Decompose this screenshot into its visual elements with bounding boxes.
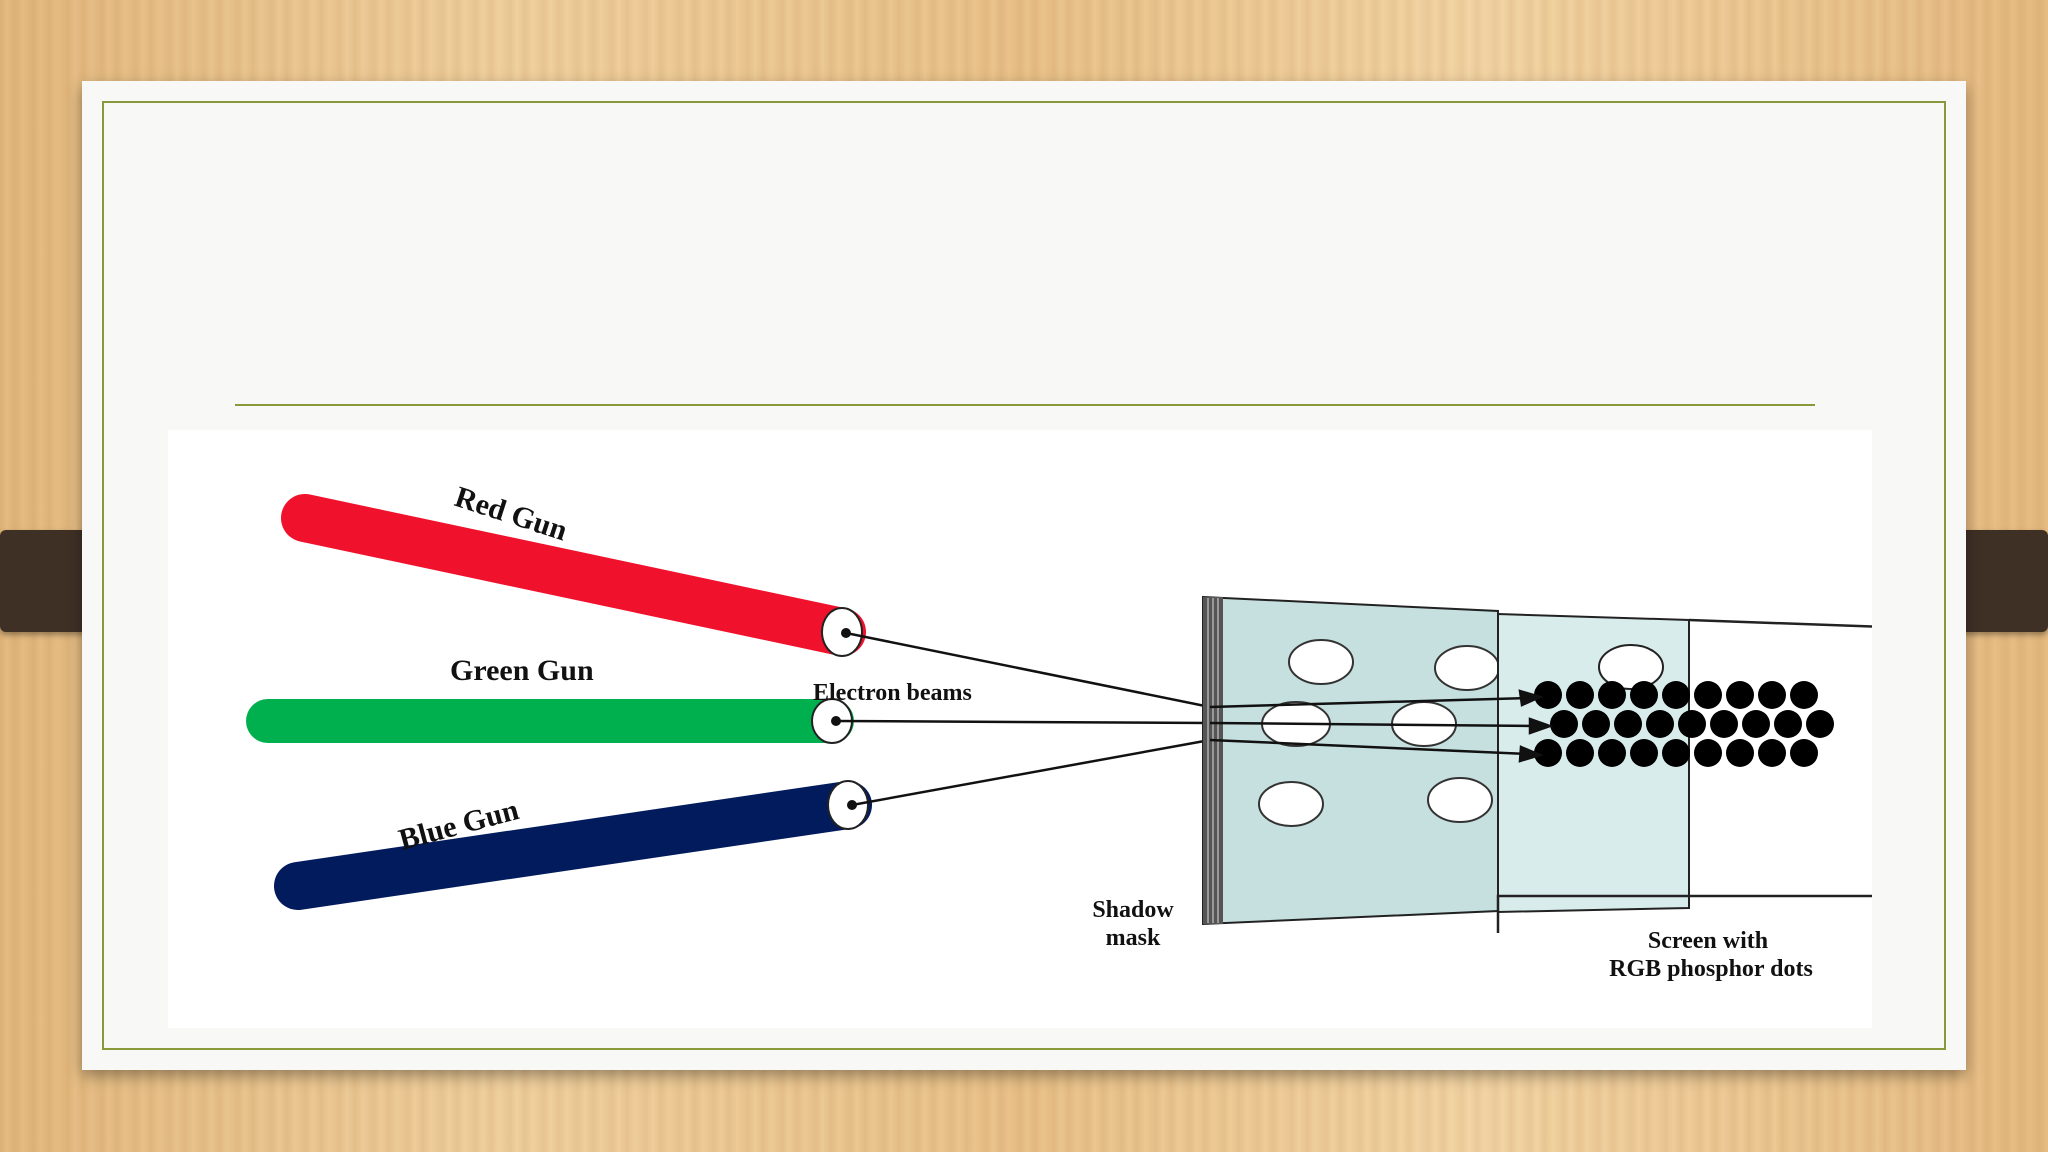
phosphor-screen	[1496, 612, 1872, 933]
slide: Red Gun Green Gun Blue Gun Electron beam…	[82, 81, 1966, 1070]
shadow-mask	[1202, 595, 1500, 926]
crt-diagram: Red Gun Green Gun Blue Gun Electron beam…	[168, 430, 1872, 1028]
beam-convergence	[1209, 689, 1554, 763]
electron-beams-label: Electron beams	[813, 680, 972, 706]
slide-frame	[102, 101, 1946, 1050]
phosphor-dots	[1534, 681, 1834, 767]
green-gun	[246, 698, 854, 744]
red-gun	[281, 494, 866, 657]
electron-beams	[835, 631, 1211, 807]
title-underline	[235, 404, 1815, 406]
blue-gun	[274, 780, 872, 910]
screen-label-line2: RGB phosphor dots	[1609, 956, 1813, 982]
screen-label-line1: Screen with	[1648, 928, 1768, 954]
shadow-mask-label-line1: Shadow	[1092, 897, 1174, 923]
shadow-mask-label-line2: mask	[1106, 925, 1161, 951]
green-gun-label: Green Gun	[450, 654, 594, 687]
